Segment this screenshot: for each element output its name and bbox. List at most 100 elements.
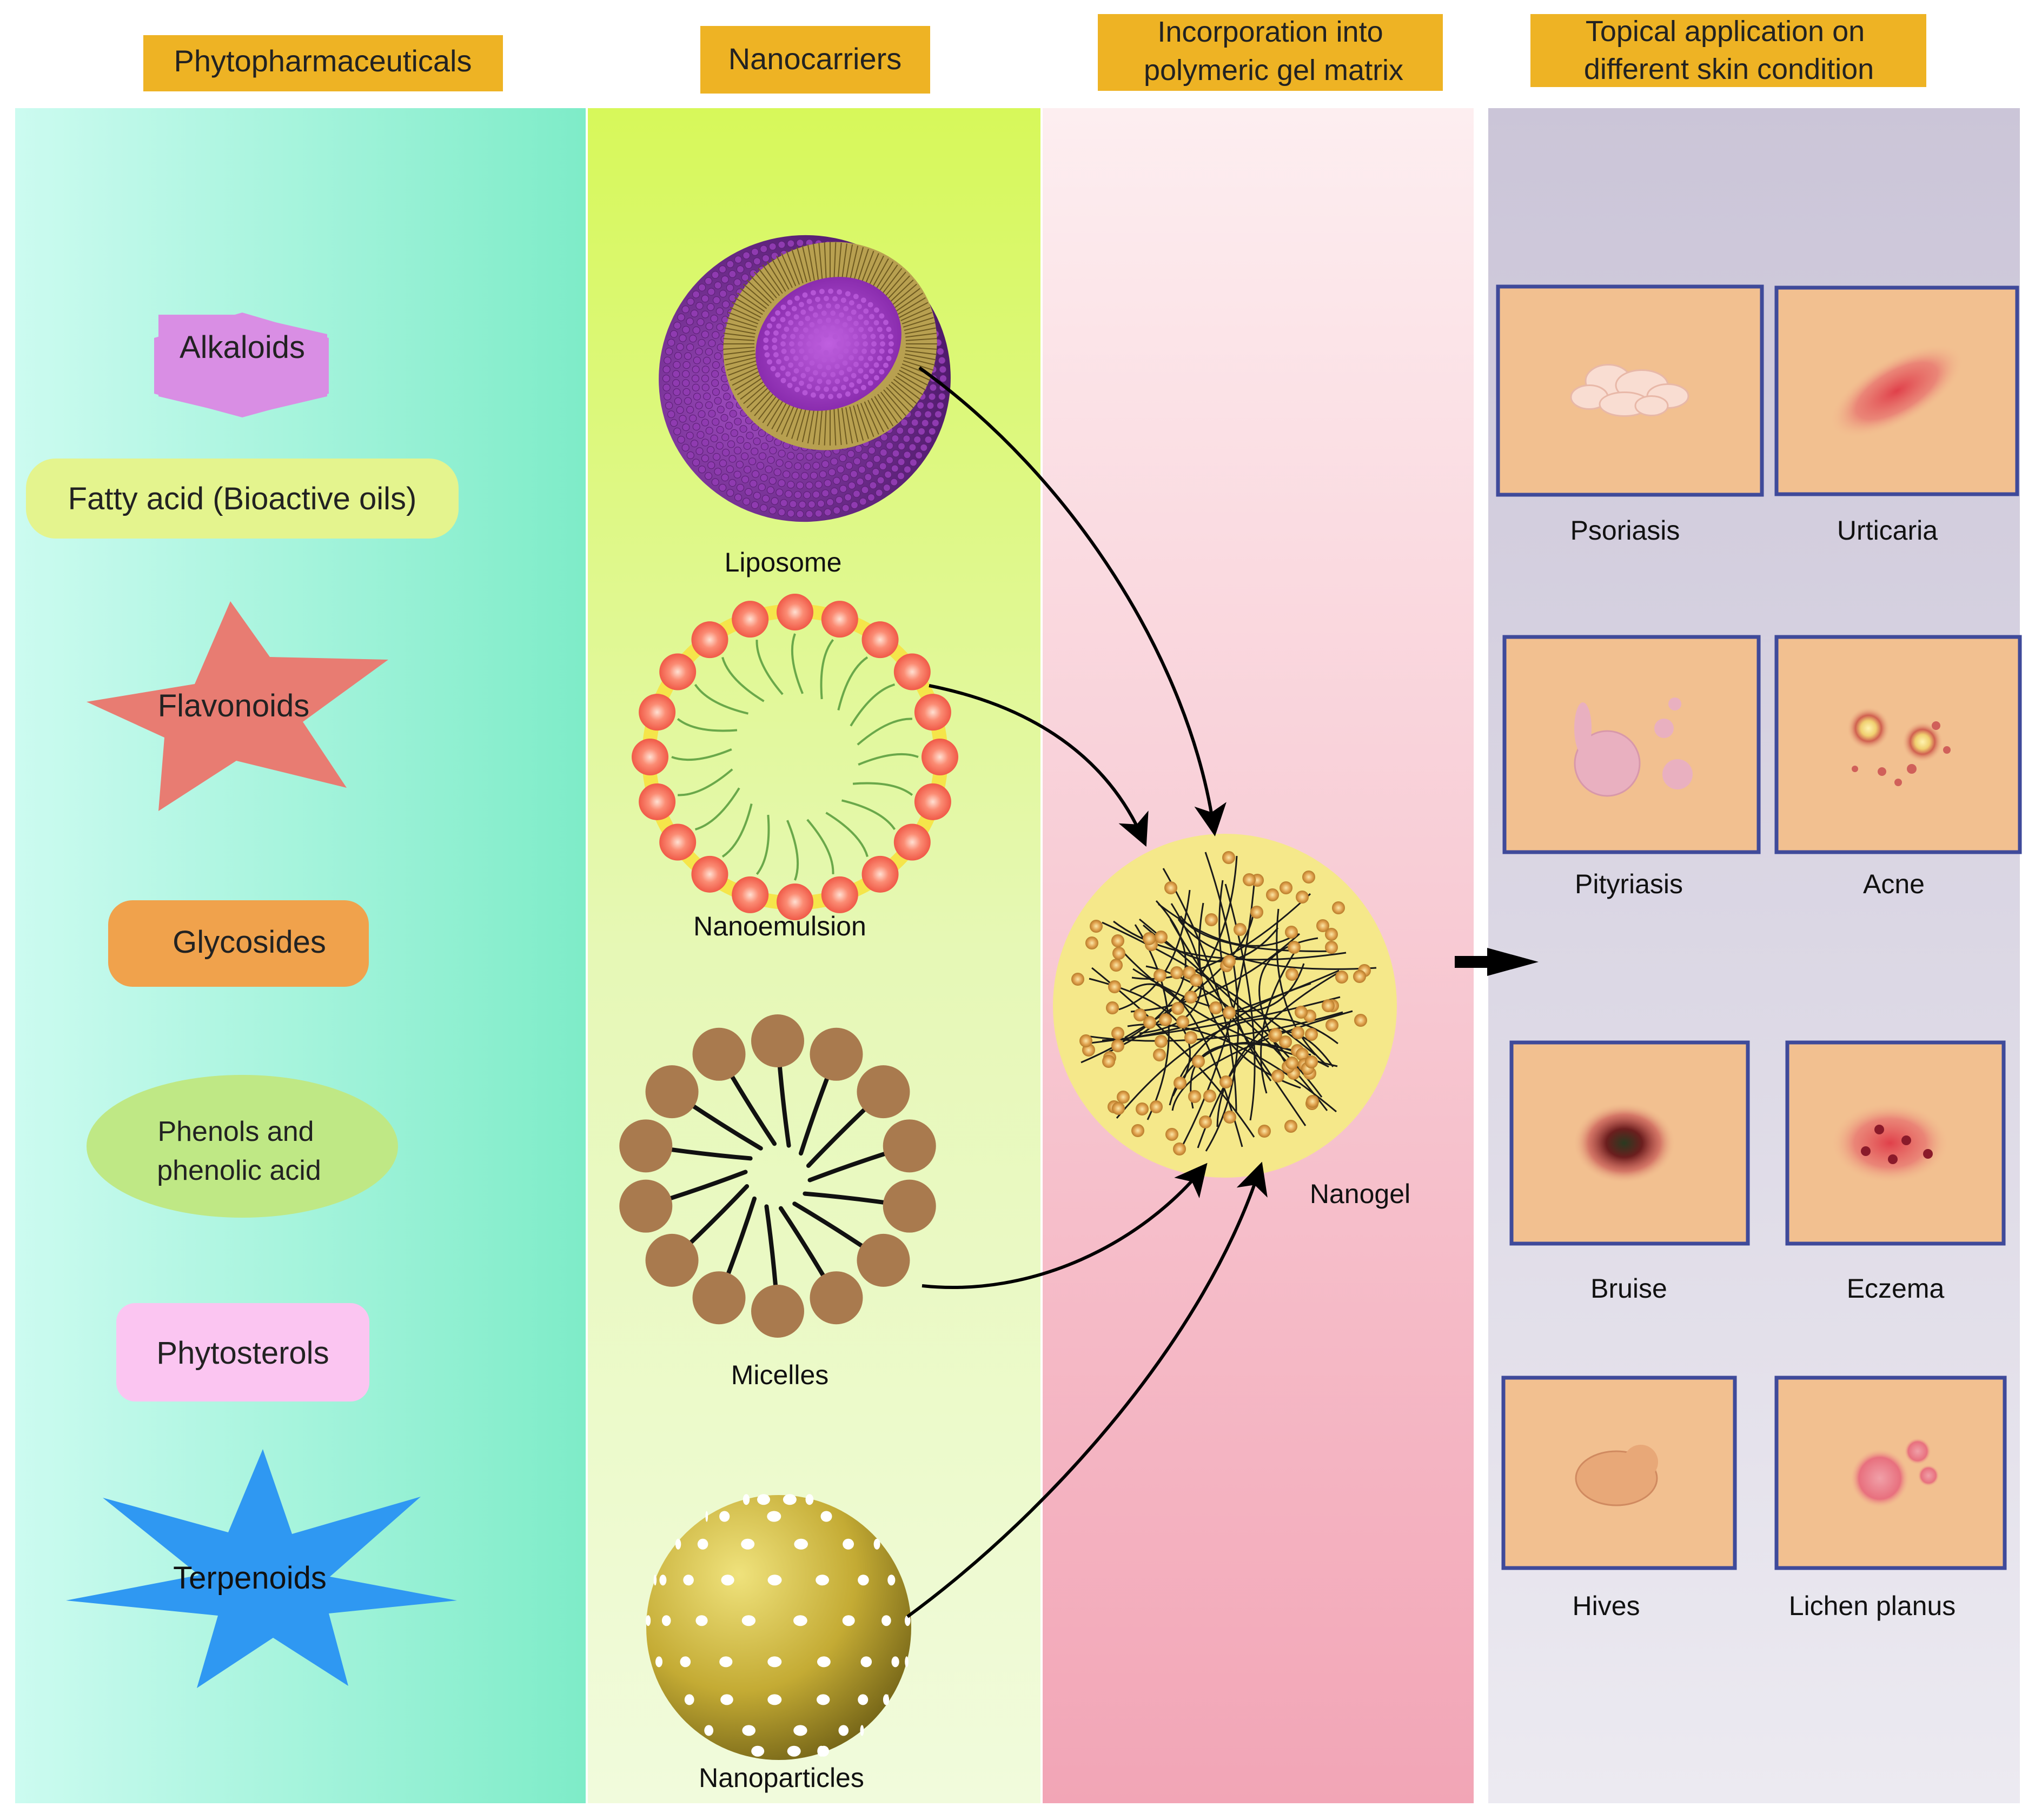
nanogel-drug-bead bbox=[1222, 851, 1235, 864]
liposome-core-dot bbox=[879, 334, 885, 340]
liposome-core-dot bbox=[812, 312, 818, 318]
nanoemulsion-tail bbox=[694, 683, 748, 715]
liposome-lipid-head bbox=[814, 481, 823, 489]
liposome-core-dot bbox=[764, 330, 770, 336]
liposome-lipid-head bbox=[907, 427, 915, 435]
nanogel-polymer-chain bbox=[1131, 893, 1311, 980]
liposome-lipid-head bbox=[734, 447, 741, 455]
liposome-lipid-tail bbox=[900, 367, 931, 381]
liposome-core-dot bbox=[775, 310, 781, 316]
nanogel-drug-bead bbox=[1112, 1102, 1125, 1115]
nanogel-drug-bead bbox=[1284, 1120, 1297, 1133]
liposome-lipid-head bbox=[938, 356, 946, 364]
liposome-core-dot bbox=[787, 382, 793, 388]
liposome-lipid-head bbox=[692, 366, 700, 374]
nanoemulsion-droplet bbox=[893, 653, 931, 690]
liposome-lipid-head bbox=[713, 453, 721, 461]
liposome-core-dot bbox=[812, 370, 818, 376]
nanogel-drug-bead bbox=[1280, 881, 1292, 894]
liposome-lipid-tail bbox=[877, 264, 898, 294]
liposome-core-dot bbox=[766, 359, 772, 365]
liposome-lipid-head bbox=[746, 431, 754, 440]
liposome-lipid-head bbox=[729, 410, 737, 418]
liposome-core-dot bbox=[770, 316, 776, 322]
liposome-lipid-tail bbox=[864, 401, 879, 435]
liposome-lipid-head bbox=[752, 470, 760, 478]
liposome-lipid-head bbox=[821, 460, 830, 468]
liposome-core-dot bbox=[773, 352, 779, 358]
liposome-core-dot bbox=[823, 296, 829, 302]
nanogel-drug-bead bbox=[1192, 1055, 1205, 1068]
liposome-core-dot bbox=[849, 327, 854, 333]
liposome-core-dot bbox=[821, 357, 827, 363]
liposome-lipid-head bbox=[676, 406, 684, 414]
liposome-lipid-tail bbox=[734, 297, 763, 315]
liposome-core-dot bbox=[832, 334, 838, 340]
arrow-to-skin-conditions bbox=[1455, 948, 1539, 976]
lesion bbox=[1878, 767, 1886, 776]
liposome-core-dot bbox=[856, 378, 862, 384]
micelle-head bbox=[645, 1065, 699, 1119]
liposome-lipid-head bbox=[715, 442, 724, 450]
liposome-lipid-head bbox=[886, 456, 894, 464]
liposome-lipid-head bbox=[833, 507, 841, 514]
nanoemulsion-droplet bbox=[914, 694, 951, 731]
liposome-lipid-head bbox=[714, 281, 722, 289]
nanogel-drug-bead bbox=[1234, 923, 1247, 936]
terpenoids-label: Terpenoids bbox=[173, 1560, 327, 1596]
liposome-lipid-head bbox=[883, 484, 891, 491]
liposome-lipid-head bbox=[734, 494, 742, 501]
liposome-core-dot bbox=[819, 393, 825, 399]
liposome-lipid-head bbox=[794, 462, 802, 470]
liposome-lipid-tail bbox=[730, 367, 760, 381]
nanogel-drug-bead bbox=[1332, 901, 1345, 914]
liposome-core-dot bbox=[781, 334, 787, 340]
nanogel-polymer-chain bbox=[1130, 983, 1243, 1147]
nanogel-drug-bead bbox=[1250, 906, 1263, 919]
nanoparticle-pore bbox=[741, 1615, 756, 1626]
nanoemulsion-droplet bbox=[659, 823, 697, 861]
liposome-lipid-head bbox=[682, 379, 690, 387]
liposome-lipid-head bbox=[695, 348, 703, 356]
nanoparticle-pore bbox=[705, 1511, 708, 1522]
skin-label-urticaria: Urticaria bbox=[1837, 515, 1938, 546]
liposome-core-dot bbox=[809, 322, 815, 328]
liposome-lipid-head bbox=[698, 466, 706, 474]
liposome-core-dot bbox=[863, 320, 869, 326]
liposome-core-dot bbox=[788, 320, 794, 326]
liposome-lipid-tail bbox=[726, 317, 758, 328]
liposome-lipid-tail bbox=[762, 264, 783, 294]
liposome-core-dot bbox=[837, 341, 842, 347]
liposome-lipid-tail bbox=[833, 242, 837, 280]
liposome-lipid-head bbox=[886, 442, 894, 450]
liposome-lipid-head bbox=[884, 470, 892, 479]
phenols-label-line2: phenolic acid bbox=[157, 1155, 321, 1186]
liposome-core-dot bbox=[877, 327, 883, 333]
liposome-core-dot bbox=[800, 373, 806, 378]
nanoparticle-pore bbox=[659, 1575, 667, 1586]
liposome-core-dot bbox=[776, 323, 782, 329]
liposome-core-dot bbox=[798, 341, 803, 347]
liposome-lipid-head bbox=[858, 466, 866, 474]
skin-panel-psoriasis bbox=[1496, 284, 1764, 497]
liposome-lipid-head bbox=[787, 240, 795, 248]
nanoemulsion-graphic bbox=[632, 594, 958, 920]
liposome-lipid-head bbox=[711, 271, 719, 279]
liposome-lipid-head bbox=[841, 504, 850, 512]
liposome-lipid-tail bbox=[754, 271, 777, 298]
lesion bbox=[1654, 719, 1674, 738]
liposome-lipid-tail bbox=[857, 249, 869, 284]
liposome-lipid-tail bbox=[871, 258, 889, 290]
liposome-lipid-tail bbox=[904, 356, 935, 366]
liposome-core-dot bbox=[845, 291, 851, 297]
liposome-core-dot bbox=[856, 303, 862, 309]
liposome-lipid-head bbox=[730, 429, 738, 437]
nanoemulsion-droplet bbox=[914, 783, 951, 820]
liposome-lipid-head bbox=[824, 479, 832, 487]
nanoparticle-pore bbox=[743, 1494, 750, 1505]
liposome-core-dot bbox=[834, 318, 840, 324]
nanoemulsion-tail bbox=[857, 718, 912, 746]
liposome-lipid-head bbox=[805, 453, 813, 461]
nanogel-drug-bead bbox=[1223, 1111, 1236, 1124]
micelle-head bbox=[810, 1027, 863, 1081]
